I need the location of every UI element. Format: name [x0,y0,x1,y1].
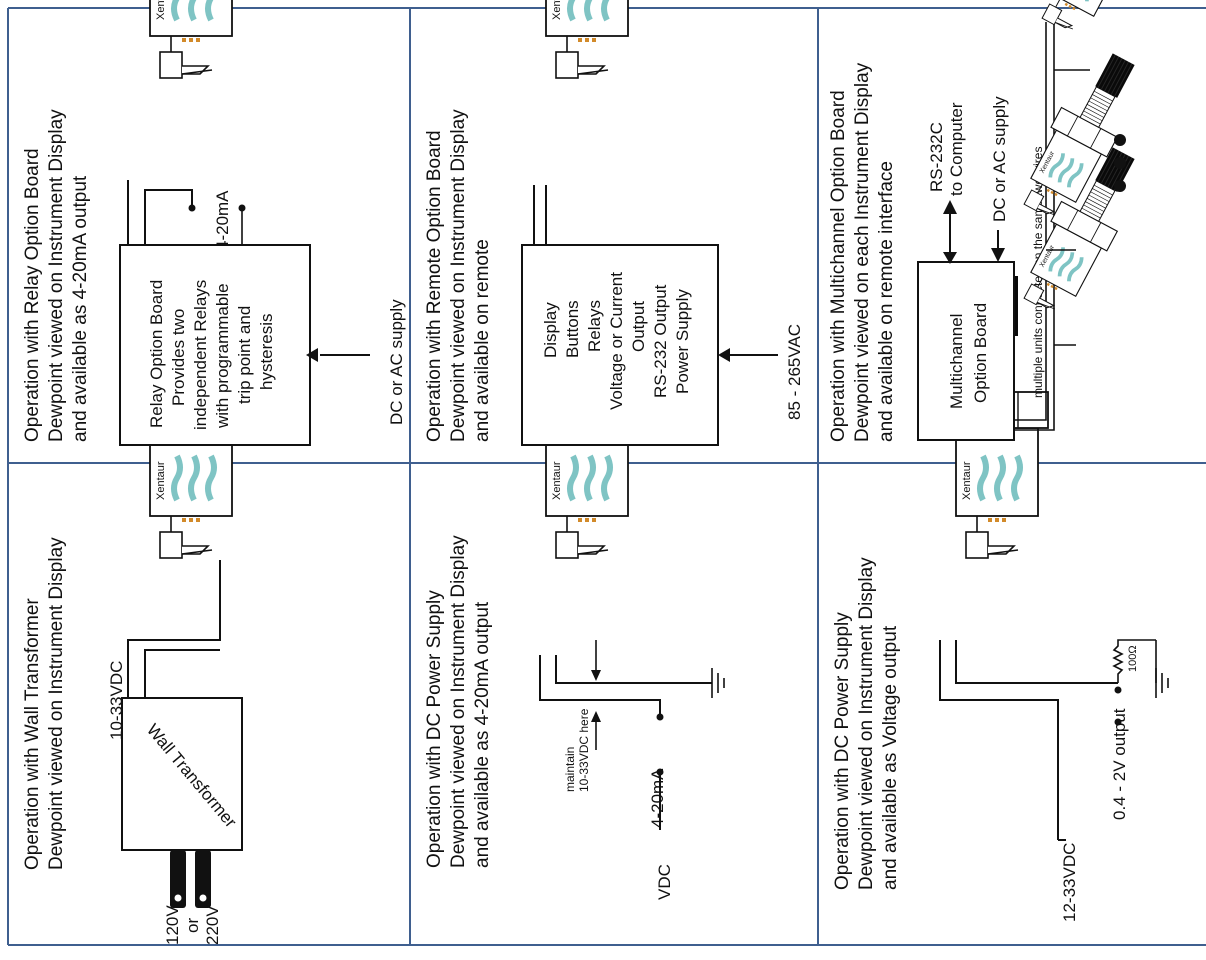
panel-multichannel: Operation with Multichannel Option Board… [828,0,1171,442]
multichannel-board-box [917,261,1015,441]
svg-text:maintain: maintain [563,747,577,792]
dc-current-vdc-label: VDC [655,864,674,900]
svg-text:Dewpoint viewed on Instrument: Dewpoint viewed on Instrument Display [448,109,469,442]
voltage-output-label: 0.4 - 2V output [1110,708,1129,820]
svg-text:and available as 4-20mA output: and available as 4-20mA output [472,601,493,868]
svg-text:and available on remote: and available on remote [472,239,493,442]
relay-box-text: Relay Option Board Provides two independ… [147,280,276,430]
multi-title: Operation with Multichannel Option Board… [828,62,897,442]
resistor-icon [1112,639,1169,698]
relay-supply-label: DC or AC supply [387,299,406,425]
svg-text:Dewpoint viewed on Instrument: Dewpoint viewed on Instrument Display [856,557,877,890]
remote-sensor-icon: Xentaur [536,0,638,78]
sensor-brand-label: Xentaur [551,0,563,20]
dc-voltage-sensor-icon: Xentaur [946,276,1048,558]
multi-supply-label: DC or AC supply [990,96,1009,222]
relay-current-label: 4-20mA [213,190,232,250]
svg-text:Relay Option Board: Relay Option Board [147,280,166,428]
dc-current-mA-label: 4-20mA [648,768,667,828]
svg-text:with programmable: with programmable [213,283,232,429]
remote-option-board-box [521,244,719,446]
svg-text:trip point and: trip point and [235,306,254,404]
remote-box-text: Display Buttons Relays Voltage or Curren… [541,272,692,410]
wall-title-line-2: Dewpoint viewed on Instrument Display [46,537,67,870]
svg-text:or: or [183,918,202,933]
panel-remote: Operation with Remote Option Board Dewpo… [424,0,804,446]
multi-sensor-icon-2: Xentaur [1011,42,1153,230]
mains-voltage-label: 120V or 220V [163,905,222,945]
wall-title: Operation with Wall Transformer Dewpoint… [22,537,67,870]
wall-sensor-icon: Xentaur [140,276,242,558]
svg-text:Voltage or Current: Voltage or Current [607,272,626,410]
resistor-value-label: 100Ω [1127,645,1139,672]
sensor-brand-label: Xentaur [551,461,563,500]
svg-text:Operation with Remote Option B: Operation with Remote Option Board [424,130,445,442]
svg-text:Power Supply: Power Supply [673,289,692,394]
multi-sensor-icon-3: Xentaur [1029,0,1171,44]
svg-text:Operation with Multichannel Op: Operation with Multichannel Option Board [828,90,849,442]
panel-dc-voltage: Operation with DC Power Supply Dewpoint … [832,276,1169,922]
dc-voltage-supply-label: 12-33VDC [1060,843,1079,922]
panel-relay: Operation with Relay Option Board Dewpoi… [22,0,406,446]
panel-dc-current: Operation with DC Power Supply Dewpoint … [424,276,725,900]
svg-text:Dewpoint viewed on Instrument: Dewpoint viewed on Instrument Display [46,109,67,442]
svg-text:Multichannel: Multichannel [947,314,966,409]
svg-text:Buttons: Buttons [563,300,582,358]
remote-title: Operation with Remote Option Board Dewpo… [424,109,493,442]
svg-text:Display: Display [541,302,560,358]
svg-text:Relays: Relays [585,300,604,352]
svg-text:Operation with DC Power Supply: Operation with DC Power Supply [424,590,445,868]
relay-title: Operation with Relay Option Board Dewpoi… [22,109,91,442]
ground-icon [711,668,725,698]
sensor-brand-label: Xentaur [961,461,973,500]
svg-text:Operation with DC Power Supply: Operation with DC Power Supply [832,612,853,890]
svg-text:Dewpoint viewed on each Instru: Dewpoint viewed on each Instrument Displ… [852,62,873,442]
svg-text:Dewpoint viewed on Instrument: Dewpoint viewed on Instrument Display [448,535,469,868]
wall-title-line-1: Operation with Wall Transformer [22,598,43,870]
svg-text:to Computer: to Computer [947,102,966,196]
dc-current-title: Operation with DC Power Supply Dewpoint … [424,535,493,868]
remote-supply-label: 85 - 265VAC [785,324,804,420]
multi-box-text: Multichannel Option Board [947,303,990,409]
svg-text:hysteresis: hysteresis [257,313,276,390]
svg-text:Provides two: Provides two [169,309,188,406]
svg-text:220V: 220V [203,905,222,945]
maintain-note: maintain 10-33VDC here [563,708,591,792]
relay-option-board-box [119,244,311,446]
svg-text:and available on remote interf: and available on remote interface [876,161,897,442]
dc-voltage-title: Operation with DC Power Supply Dewpoint … [832,557,901,890]
svg-text:Operation with Relay Option Bo: Operation with Relay Option Board [22,148,43,442]
ellipsis-dots-icon [1114,134,1126,192]
panel-wall-transformer: Operation with Wall Transformer Dewpoint… [22,276,242,945]
plug-prongs-icon [170,850,211,908]
dc-current-sensor-icon: Xentaur [536,276,638,558]
svg-text:RS-232C: RS-232C [927,122,946,192]
svg-text:and available as 4-20mA output: and available as 4-20mA output [70,175,91,442]
wall-transformer-box [121,697,243,851]
svg-text:10-33VDC here: 10-33VDC here [577,708,591,792]
svg-text:Output: Output [629,301,648,352]
svg-text:Option Board: Option Board [971,303,990,403]
svg-text:RS-232 Output: RS-232 Output [651,284,670,398]
sensor-brand-label: Xentaur [155,0,167,20]
sensor-brand-label: Xentaur [155,461,167,500]
svg-text:independent Relays: independent Relays [191,280,210,430]
rs232-label: RS-232C to Computer [927,102,966,196]
relay-sensor-icon: Xentaur [140,0,242,78]
svg-text:120V: 120V [163,905,182,945]
svg-text:and available as Voltage outpu: and available as Voltage output [880,625,901,890]
